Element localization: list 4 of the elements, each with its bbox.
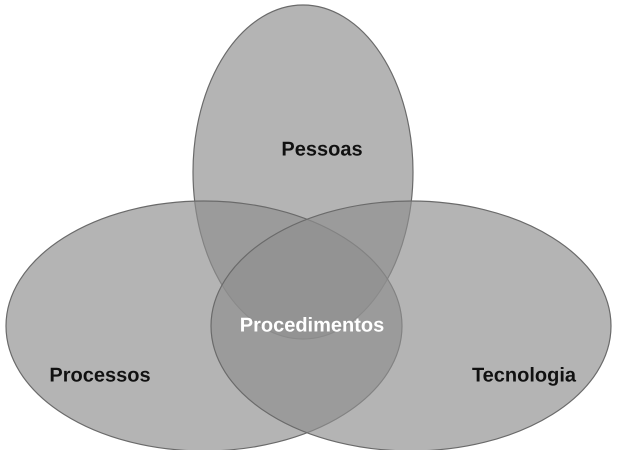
set-label: Tecnologia (472, 364, 576, 388)
set-label: Pessoas (281, 138, 363, 162)
set-label: Processos (49, 364, 151, 388)
intersection-label: Procedimentos (240, 314, 384, 338)
